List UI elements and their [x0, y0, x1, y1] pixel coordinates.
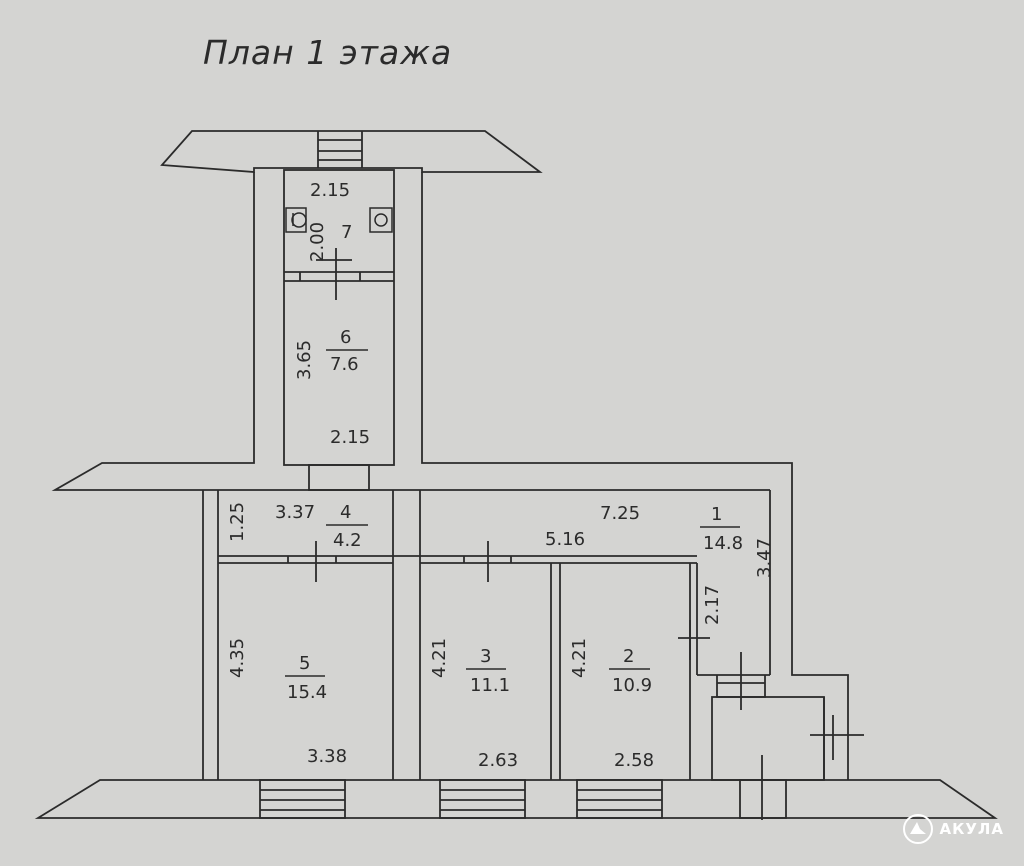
- watermark-brand: АКУЛА: [939, 820, 1004, 838]
- plan-title: План 1 этажа: [203, 33, 452, 72]
- dim-room1-side: 2.17: [702, 585, 723, 625]
- dim-room1-depth: 3.47: [754, 538, 775, 578]
- walls: [34, 130, 998, 820]
- toilet-icon: [285, 207, 307, 233]
- room-2-number: 2: [623, 646, 634, 667]
- dim-room7-width: 2.15: [310, 180, 350, 201]
- bottom-porch: [34, 779, 998, 819]
- dim-room7-depth: 2.00: [307, 222, 328, 262]
- room-5-area: 15.4: [287, 682, 327, 703]
- dim-room3-width: 2.63: [478, 750, 518, 771]
- dim-room6-width: 2.15: [330, 427, 370, 448]
- dim-room4-depth: 1.25: [227, 502, 248, 542]
- dim-room1-length: 7.25: [600, 503, 640, 524]
- dim-room5-depth: 4.35: [227, 638, 248, 678]
- room-5-number: 5: [299, 653, 310, 674]
- room-7-number: 7: [341, 222, 352, 243]
- room-4-number: 4: [340, 502, 351, 523]
- sink-icon: [369, 207, 393, 233]
- shark-logo-icon: [903, 814, 934, 844]
- dim-room4-length: 3.37: [275, 502, 315, 523]
- room-4-area: 4.2: [333, 530, 362, 551]
- room-2-area: 10.9: [612, 675, 652, 696]
- room-3-number: 3: [480, 646, 491, 667]
- dim-room2-width: 2.58: [614, 750, 654, 771]
- dim-room1-inner: 5.16: [545, 529, 585, 550]
- dim-room3-depth: 4.21: [429, 638, 450, 678]
- room-6-number: 6: [340, 327, 351, 348]
- room-3-area: 11.1: [470, 675, 510, 696]
- watermark: АКУЛА: [903, 814, 1004, 844]
- room-1-area: 14.8: [703, 533, 743, 554]
- dim-room2-depth: 4.21: [569, 638, 590, 678]
- room-1-number: 1: [711, 504, 722, 525]
- dim-room5-width: 3.38: [307, 746, 347, 767]
- room-6-area: 7.6: [330, 354, 359, 375]
- dim-room6-length: 3.65: [294, 340, 315, 380]
